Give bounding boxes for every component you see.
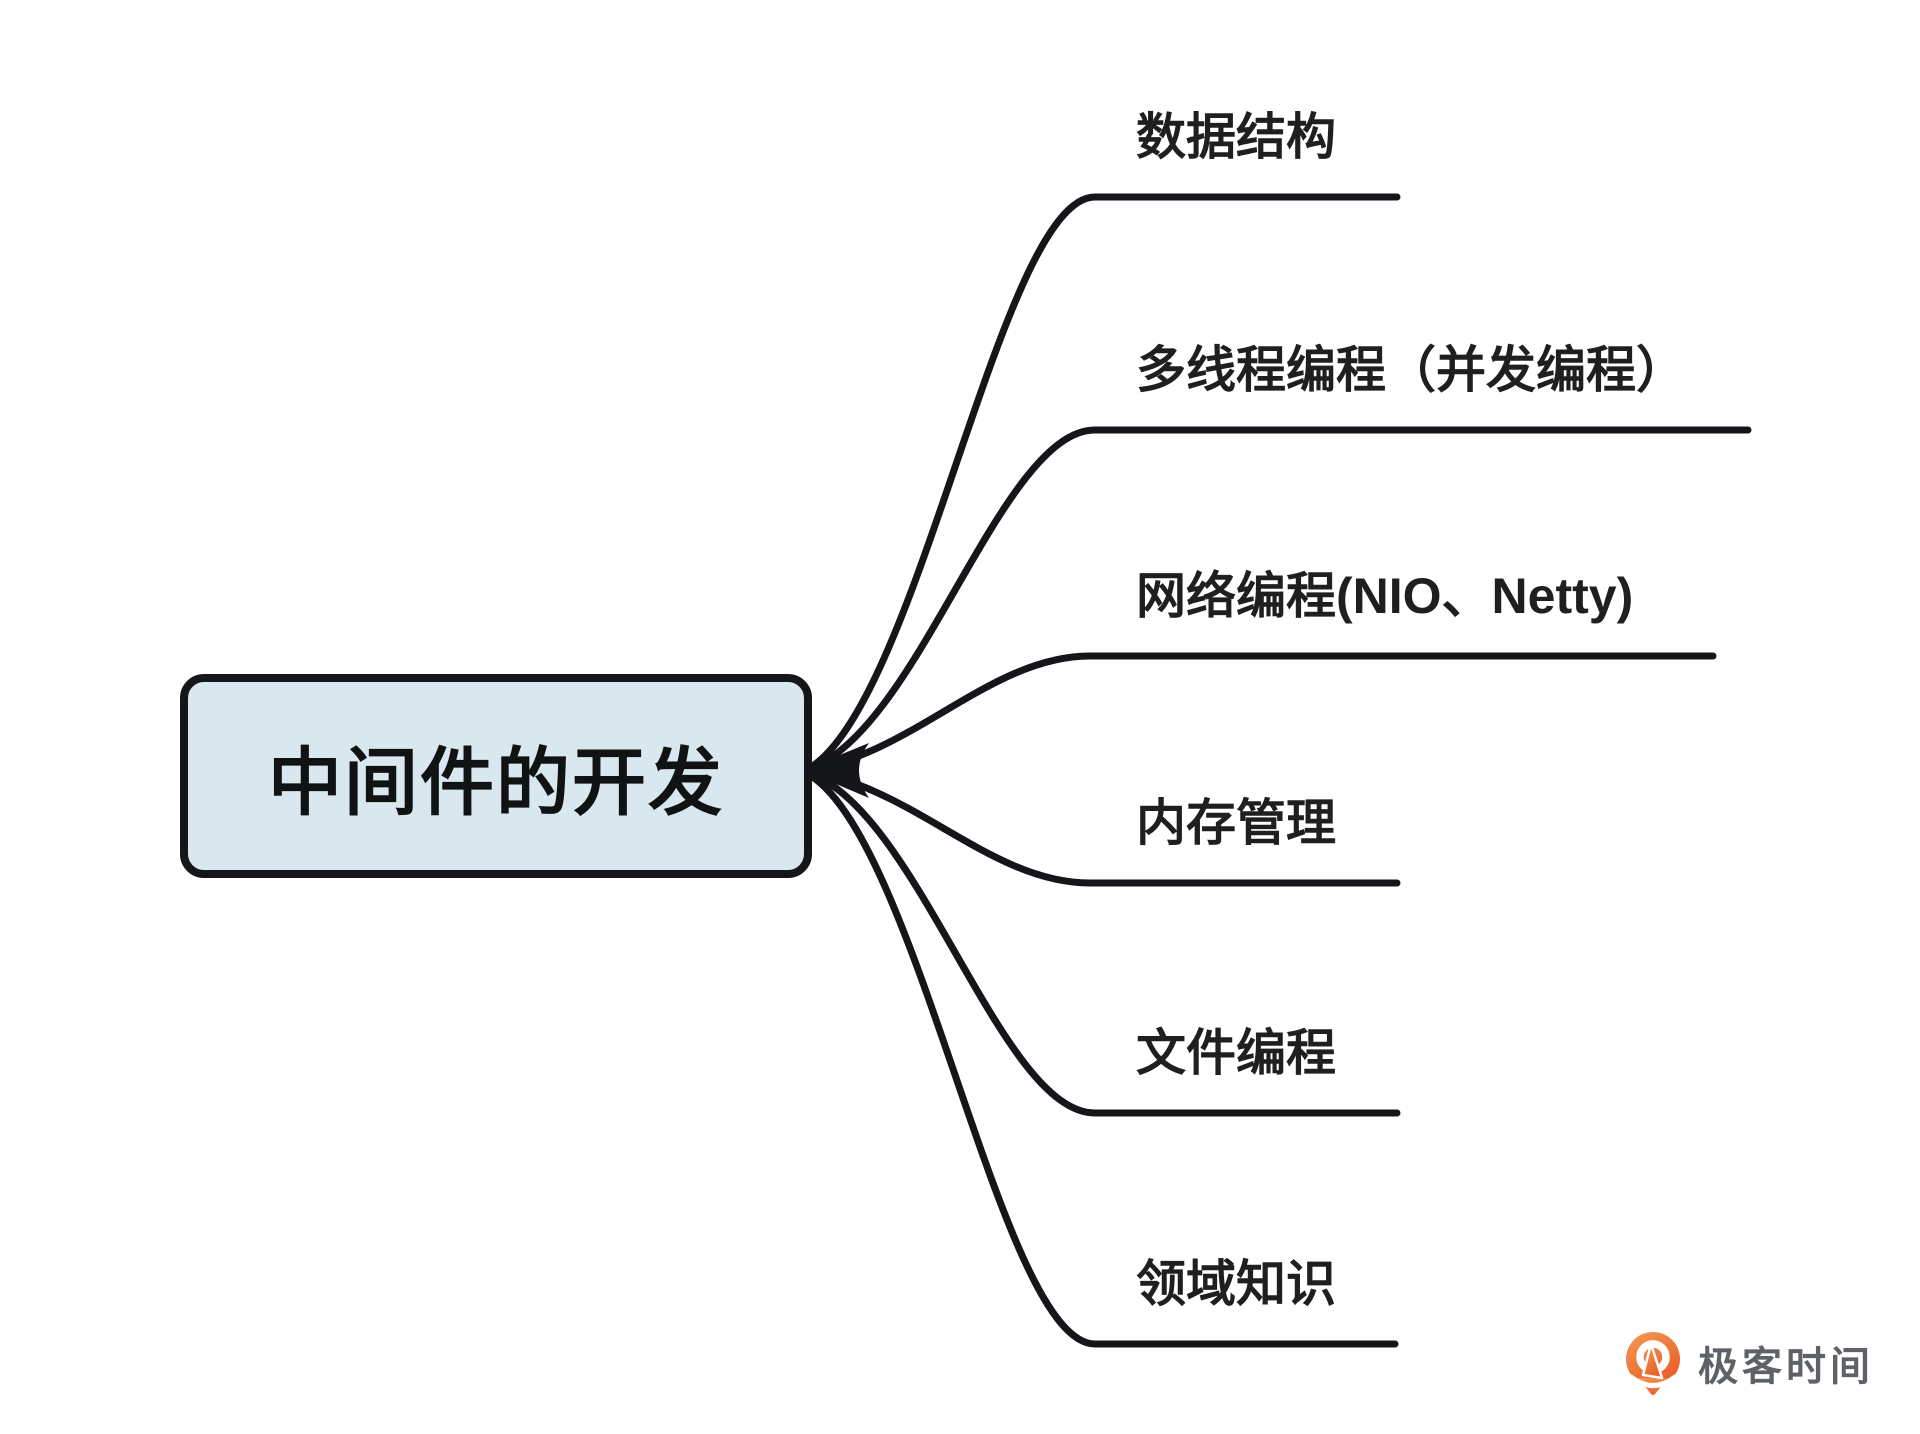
branch-connector-3 [802, 652, 1717, 774]
branch-topic-2[interactable]: 多线程编程（并发编程） [1136, 342, 1686, 398]
connector-hub [803, 743, 869, 798]
branch-connector-5 [802, 768, 1401, 1117]
geektime-logo: 极客时间 [1622, 1330, 1874, 1396]
branch-topic-5[interactable]: 文件编程 [1136, 1025, 1336, 1081]
branch-connector-6 [802, 769, 1399, 1348]
branch-topic-4[interactable]: 内存管理 [1136, 795, 1336, 851]
branch-topic-6[interactable]: 领域知识 [1136, 1256, 1336, 1312]
branch-connector-2 [802, 426, 1752, 774]
branch-connector-1 [802, 193, 1401, 774]
branch-topic-1[interactable]: 数据结构 [1136, 109, 1336, 165]
geektime-pin-icon [1626, 1332, 1680, 1395]
root-topic-label: 中间件的开发 [268, 740, 724, 824]
geektime-logo-text: 极客时间 [1698, 1345, 1874, 1389]
branch-topic-3[interactable]: 网络编程(NIO、Netty) [1136, 568, 1634, 624]
root-topic-node[interactable]: 中间件的开发 [180, 674, 812, 878]
